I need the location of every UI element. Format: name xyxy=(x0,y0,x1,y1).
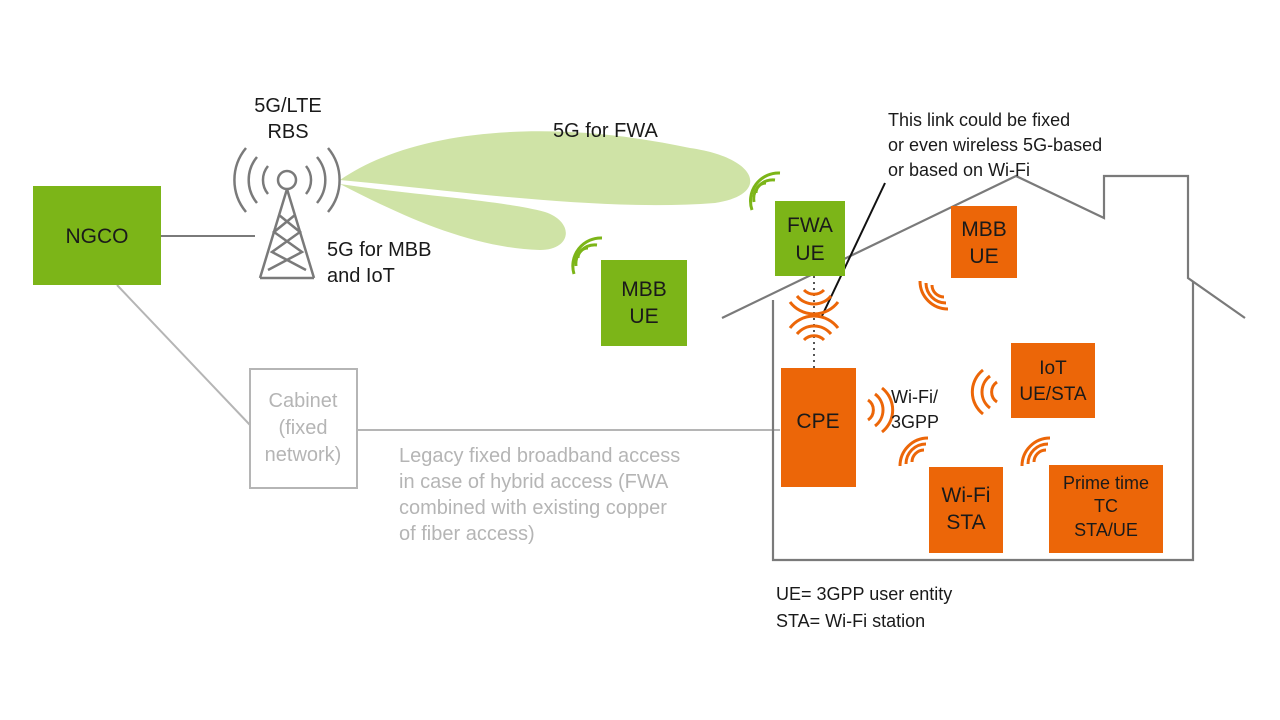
fwa-beam xyxy=(340,131,751,206)
wifi-sta-line1: Wi-Fi xyxy=(942,484,991,507)
legacy-line4: of fiber access) xyxy=(399,523,535,545)
prime-time-line3: STA/UE xyxy=(1074,520,1138,540)
mbb-ue-outdoor-node: MBB UE xyxy=(601,260,687,346)
wifi-sta-signal-icon xyxy=(898,436,929,467)
house-outline xyxy=(721,174,1246,319)
wifi-3gpp-line2: 3GPP xyxy=(891,412,939,432)
cabinet-line3: network) xyxy=(265,444,342,466)
legacy-line2: in case of hybrid access (FWA xyxy=(399,471,669,493)
rbs-tower-icon xyxy=(233,147,341,280)
prime-time-line1: Prime time xyxy=(1063,473,1149,493)
cpe-node: CPE xyxy=(781,368,856,487)
mbb-ue-outdoor-line2: UE xyxy=(629,305,658,328)
rbs-label-line1: 5G/LTE xyxy=(254,95,321,117)
link-note-line3: or based on Wi-Fi xyxy=(888,160,1030,180)
mbb-ue-indoor-node: MBB UE xyxy=(951,206,1017,278)
iot-node: IoT UE/STA xyxy=(1011,343,1095,418)
wifi-sta-node: Wi-Fi STA xyxy=(929,467,1003,553)
fwa-ue-line1: FWA xyxy=(787,214,833,237)
fwa-beam-label: 5G for FWA xyxy=(553,120,658,142)
mbb-ue-signal-icon xyxy=(571,236,603,275)
mbb-ue-outdoor-line1: MBB xyxy=(621,278,667,301)
cpe-side-signal-icon xyxy=(867,386,895,434)
cpe-up-signal-icon xyxy=(788,314,840,342)
wifi-3gpp-line1: Wi-Fi/ xyxy=(891,387,938,407)
iot-line2: UE/STA xyxy=(1019,384,1087,405)
mbb-ue-indoor-line2: UE xyxy=(969,245,998,268)
prime-time-node: Prime time TC STA/UE xyxy=(1049,465,1163,553)
mbb-beam-label-line2: and IoT xyxy=(327,265,395,287)
indoor-mbb-signal-icon xyxy=(918,280,949,311)
iot-line1: IoT xyxy=(1039,358,1067,379)
legend-ue: UE= 3GPP user entity xyxy=(776,584,952,604)
prime-time-signal-icon xyxy=(1020,436,1051,467)
house-walls xyxy=(771,282,1195,562)
ngco-node: NGCO xyxy=(33,186,161,285)
cabinet-line1: Cabinet xyxy=(269,390,338,412)
legacy-line3: combined with existing copper xyxy=(399,497,667,519)
link-note-pointer xyxy=(820,182,886,319)
fwa-ue-node: FWA UE xyxy=(775,201,845,276)
iot-signal-icon xyxy=(970,368,998,416)
cpe-label: CPE xyxy=(796,410,839,433)
cabinet-node: Cabinet (fixed network) xyxy=(249,368,358,489)
rbs-label-line2: RBS xyxy=(267,121,308,143)
fwa-down-signal-icon xyxy=(788,288,840,316)
link-note-line2: or even wireless 5G-based xyxy=(888,135,1102,155)
ngco-cabinet-link xyxy=(116,284,251,426)
mbb-ue-indoor-line1: MBB xyxy=(961,218,1007,241)
wifi-sta-line2: STA xyxy=(946,511,985,534)
mbb-beam xyxy=(340,184,566,250)
mbb-beam-label-line1: 5G for MBB xyxy=(327,239,431,261)
legacy-line1: Legacy fixed broadband access xyxy=(399,445,680,467)
prime-time-line2: TC xyxy=(1094,496,1118,516)
ngco-label: NGCO xyxy=(66,225,129,248)
fwa-ue-line2: UE xyxy=(795,242,824,265)
link-note-line1: This link could be fixed xyxy=(888,110,1070,130)
legend-sta: STA= Wi-Fi station xyxy=(776,611,925,631)
cabinet-line2: (fixed xyxy=(279,417,328,439)
fwa-ue-signal-icon xyxy=(749,171,781,211)
